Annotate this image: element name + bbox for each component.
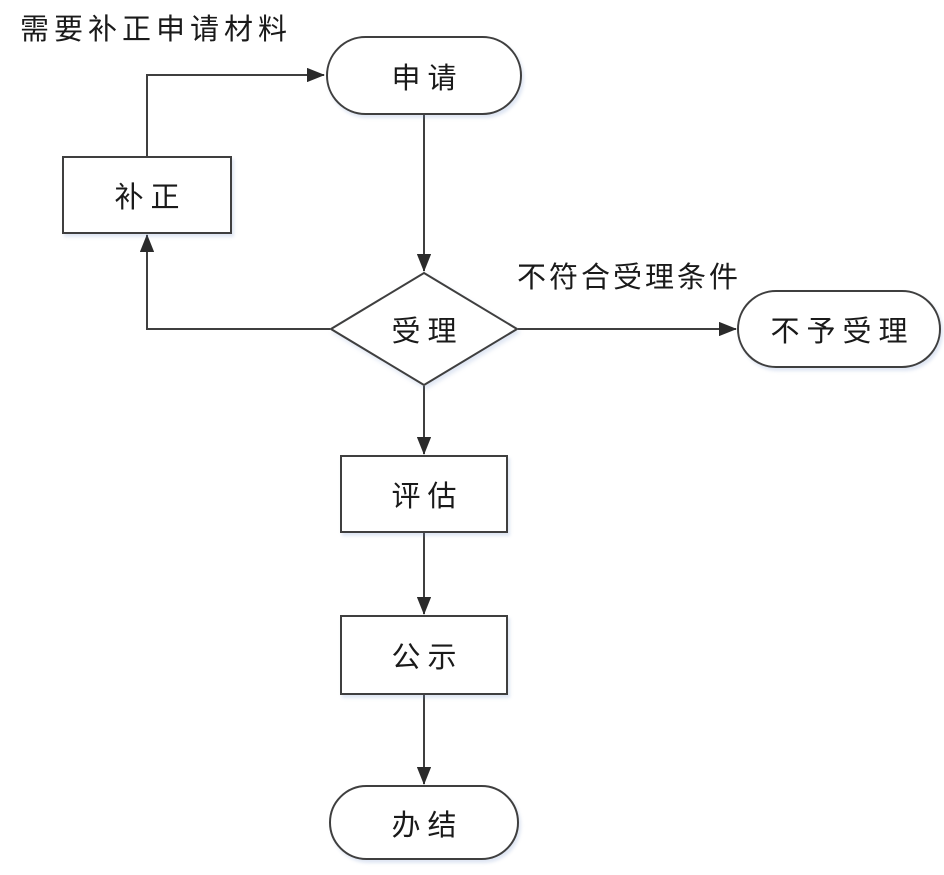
node-reject: 不予受理 [737,290,941,368]
edge-supplement-to-apply [146,67,325,156]
node-accept-label: 受理 [391,316,464,348]
decision-diamond-shape [330,272,518,386]
node-evaluate-label: 评估 [391,481,464,513]
node-accept-decision: 受理 [330,272,518,386]
node-supplement: 补正 [62,156,232,234]
node-complete: 办结 [329,785,519,860]
node-evaluate: 评估 [340,455,508,533]
node-apply-label: 申请 [391,62,464,95]
edge-label-not-meet: 不符合受理条件 [517,262,742,294]
node-publicity-label: 公示 [391,642,464,674]
edge-accept-to-supplement [139,234,330,330]
edge-label-need-supplement: 需要补正申请材料 [20,14,293,46]
node-publicity: 公示 [340,615,508,695]
node-reject-label: 不予受理 [770,316,915,348]
node-supplement-label: 补正 [114,182,187,214]
node-apply: 申请 [326,36,522,115]
node-complete-label: 办结 [391,809,464,842]
